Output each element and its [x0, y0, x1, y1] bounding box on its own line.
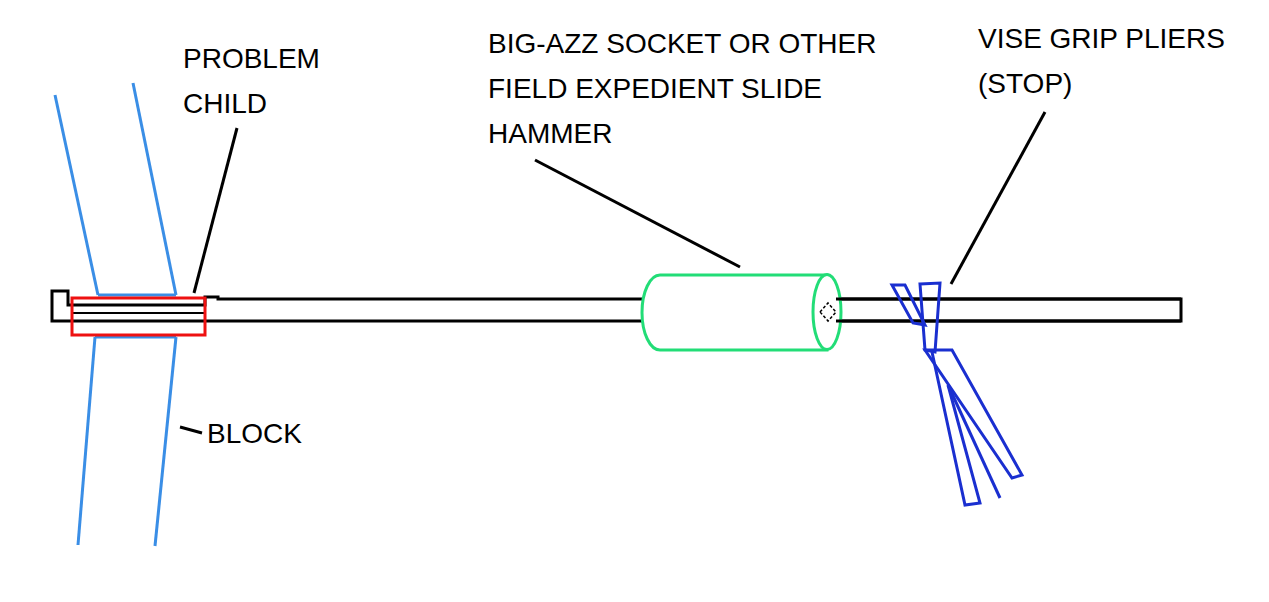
tool-label: BIG-AZZ SOCKET OR OTHER FIELD EXPEDIENT … — [488, 21, 928, 156]
leader-lines — [180, 112, 1045, 433]
problem-part-outline — [72, 298, 205, 335]
shaft-edge — [72, 312, 205, 314]
part-label: PROBLEM CHILD — [183, 36, 353, 126]
vise-grip-pliers — [892, 283, 1022, 505]
slide-hammer-socket — [642, 275, 1181, 351]
block-label: BLOCK — [207, 411, 347, 456]
puller-shaft — [52, 291, 1181, 321]
stop-label: VISE GRIP PLIERS (STOP) — [978, 16, 1258, 106]
